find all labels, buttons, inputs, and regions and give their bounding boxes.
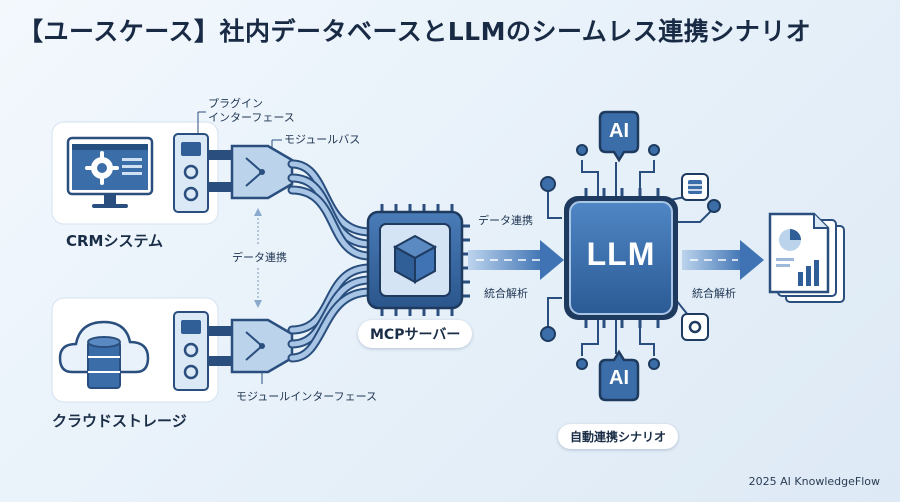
plugin-interface-label: プラグイン インターフェース (208, 97, 295, 125)
integrated-analysis-label-right: 統合解析 (692, 287, 736, 300)
llm-satellite-nodes (540, 144, 721, 370)
data-link-vertical-label: データ連携 (232, 251, 287, 264)
connector-plug-icon (208, 318, 294, 374)
database-icon (681, 173, 709, 201)
plugin-module-bottom (173, 311, 209, 391)
module-node-icon (681, 313, 709, 341)
module-bus-label: モジュールバス (284, 133, 361, 146)
crm-system-label: CRMシステム (66, 232, 164, 250)
vertical-data-link-arrow (254, 208, 262, 308)
cloud-storage-label: クラウドストレージ (52, 412, 187, 430)
plugin-interface-label-line1: プラグイン (208, 97, 263, 110)
auto-scenario-label: 自動連携シナリオ (558, 424, 679, 449)
connector-plug-icon (208, 144, 294, 200)
chip-icon (564, 188, 678, 328)
plugin-module-top (173, 133, 209, 213)
data-link-arrow-label: データ連携 (478, 214, 533, 227)
mcp-server-chip (366, 204, 470, 316)
footer-credit: 2025 AI KnowledgeFlow (748, 475, 880, 488)
module-bus-lines (287, 159, 375, 363)
crm-system-card (51, 121, 219, 225)
ai-bottom-label: AI (609, 367, 629, 389)
module-interface-label: モジュールインターフェース (236, 390, 378, 403)
mcp-to-llm-arrow (468, 240, 564, 280)
integrated-analysis-label-left: 統合解析 (484, 287, 528, 300)
llm-to-report-arrow (682, 240, 764, 280)
ai-chip-top (598, 110, 640, 163)
plugin-interface-label-line2: インターフェース (208, 111, 295, 124)
cloud-database-icon (58, 320, 150, 389)
report-document-icon (768, 212, 845, 303)
monitor-gear-icon (66, 136, 154, 208)
llm-label: LLM (586, 236, 656, 272)
ai-chip-bottom (598, 349, 640, 402)
cloud-storage-card (51, 297, 219, 403)
cube-icon (392, 234, 438, 284)
ai-top-label: AI (609, 120, 629, 142)
mcp-server-label: MCPサーバー (358, 320, 473, 348)
page-title: 【ユースケース】社内データベースとLLMのシームレス連携シナリオ (18, 17, 812, 46)
